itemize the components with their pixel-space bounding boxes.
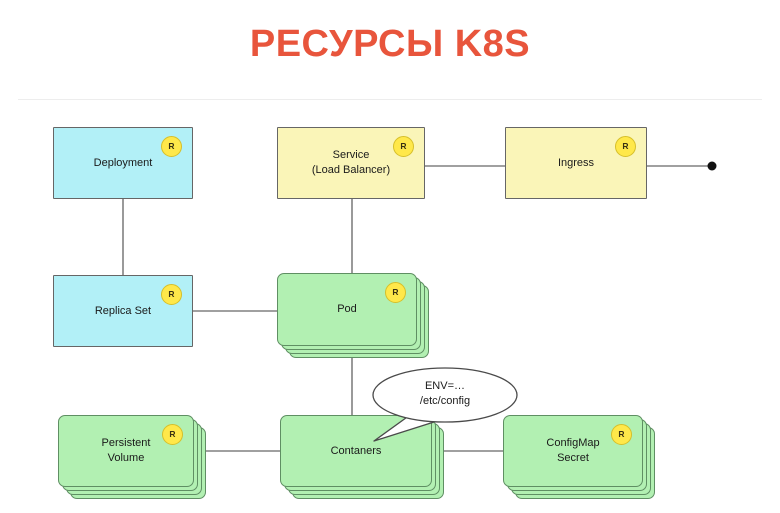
env-callout-balloon[interactable]: ENV=… /etc/config <box>372 367 518 442</box>
resource-badge-icon: R <box>615 136 636 157</box>
external-endpoint-dot <box>707 161 717 171</box>
node-containers-stack: Contaners <box>280 415 444 499</box>
node-pod-label: Pod <box>337 303 357 316</box>
resource-badge-icon: R <box>161 284 182 305</box>
node-pod[interactable]: Pod R <box>277 273 417 346</box>
node-configmap-secret[interactable]: ConfigMap Secret R <box>503 415 643 487</box>
node-containers-label: Contaners <box>330 444 382 457</box>
env-callout-text: ENV=… /etc/config <box>419 380 471 407</box>
resource-badge-icon: R <box>393 136 414 157</box>
node-deployment-label: Deployment <box>93 156 153 169</box>
node-configmap-secret-label: ConfigMap Secret <box>546 437 600 464</box>
resource-badge-icon: R <box>161 136 182 157</box>
node-persistent-volume-stack: Persistent Volume R <box>58 415 206 499</box>
node-replica-set[interactable]: Replica Set R <box>53 275 193 347</box>
node-configmap-secret-stack: ConfigMap Secret R <box>503 415 655 499</box>
resource-badge-icon: R <box>611 424 632 445</box>
balloon-ellipse <box>372 367 518 423</box>
page-title: РЕСУРСЫ K8S <box>249 23 531 65</box>
node-persistent-volume-label: Persistent Volume <box>101 437 151 464</box>
node-service-label: Service (Load Balancer) <box>311 149 391 176</box>
node-deployment[interactable]: Deployment R <box>53 127 193 199</box>
node-replica-set-label: Replica Set <box>94 304 152 317</box>
node-ingress[interactable]: Ingress R <box>505 127 647 199</box>
balloon-shape <box>372 367 518 442</box>
node-pod-stack: Pod R <box>277 273 429 358</box>
resource-badge-icon: R <box>385 282 406 303</box>
resource-badge-icon: R <box>162 424 183 445</box>
node-service[interactable]: Service (Load Balancer) R <box>277 127 425 199</box>
title-divider <box>18 99 762 100</box>
node-persistent-volume[interactable]: Persistent Volume R <box>58 415 194 487</box>
node-ingress-label: Ingress <box>557 156 595 169</box>
